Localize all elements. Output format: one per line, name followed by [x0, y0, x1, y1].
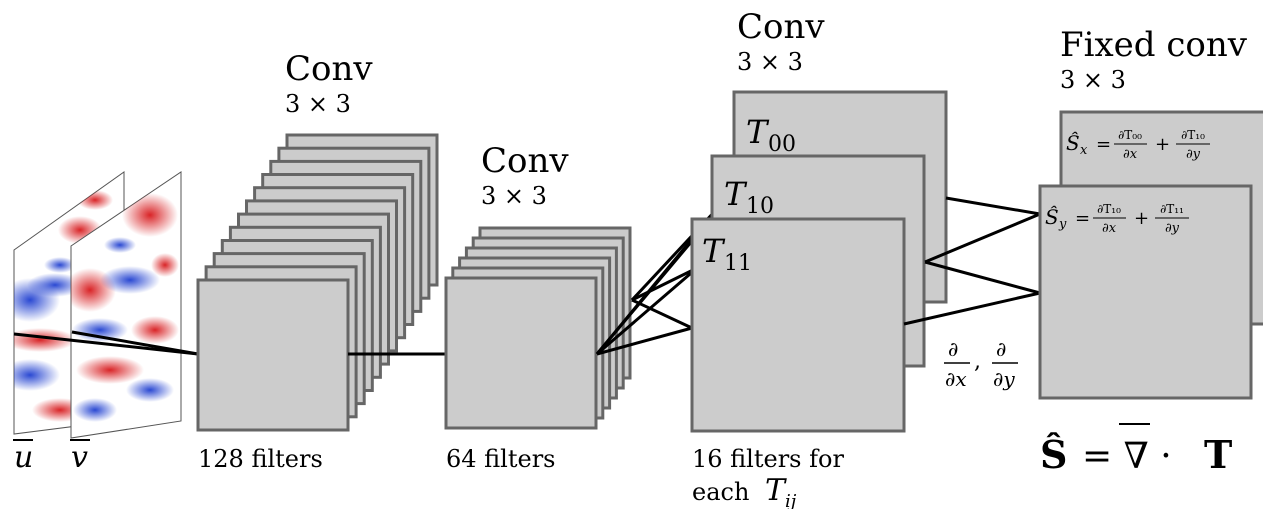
sx-den1: ∂x: [1123, 147, 1138, 162]
sx-num2: ∂T₁₀: [1181, 128, 1205, 142]
sy-num2: ∂T₁₁: [1160, 202, 1184, 216]
t10-symbol: T: [724, 175, 748, 213]
deriv-y-num: ∂: [996, 337, 1006, 361]
layer3-title: Conv: [737, 7, 825, 47]
layer1-caption: 128 filters: [198, 445, 323, 473]
layer3-caption-tij-sub: ij: [785, 491, 797, 509]
u-symbol: u: [14, 440, 33, 475]
t11-box: T 11: [690, 217, 906, 433]
layer3-kernel: 3 × 3: [737, 48, 803, 76]
sx-lhs: Ŝ: [1066, 130, 1080, 155]
links-layer3-layer4: [903, 196, 1041, 326]
sy-den2: ∂y: [1165, 221, 1180, 236]
layer1-labels: Conv 3 × 3 128 filters: [198, 49, 373, 473]
sx-subscript: x: [1080, 143, 1088, 158]
sy-num1: ∂T₁₀: [1097, 202, 1121, 216]
layer3-caption-line2: each: [692, 478, 749, 506]
final-eq-mid: = ∇ ·: [1082, 436, 1172, 477]
t00-symbol: T: [746, 113, 770, 151]
layer2-caption: 64 filters: [446, 445, 556, 473]
t00-subscript: 00: [768, 132, 796, 157]
layer4-kernel: 3 × 3: [1060, 66, 1126, 94]
layer1-filter-stack: [196, 133, 439, 432]
layer2-labels: Conv 3 × 3 64 filters: [446, 141, 569, 473]
svg-text:=: =: [1075, 208, 1090, 229]
sy-subscript: y: [1058, 217, 1067, 232]
label-v-bar: v: [70, 439, 90, 475]
layer2-title: Conv: [481, 141, 569, 181]
sy-lhs: Ŝ: [1045, 204, 1059, 229]
svg-text:+: +: [1155, 134, 1170, 155]
layer3-labels: Conv 3 × 3: [737, 7, 825, 76]
layer2-kernel: 3 × 3: [481, 182, 547, 210]
final-eq-lhs: Ŝ: [1040, 432, 1067, 477]
layer4-title: Fixed conv: [1060, 25, 1248, 65]
deriv-x-den: ∂x: [945, 367, 967, 391]
layer1-filter-1: [196, 278, 350, 432]
input-field-v: [70, 171, 182, 439]
sy-den1: ∂x: [1102, 221, 1117, 236]
sy-box: Ŝ y = ∂T₁₀ ∂x + ∂T₁₁ ∂y: [1038, 184, 1253, 400]
final-equation: Ŝ = ∇ · T: [1040, 423, 1232, 477]
layer3-caption: 16 filters for each T ij: [692, 445, 844, 509]
svg-text:=: =: [1096, 134, 1111, 155]
deriv-x-num: ∂: [948, 337, 958, 361]
layer1-kernel: 3 × 3: [285, 90, 351, 118]
final-eq-rhs: T: [1204, 432, 1232, 477]
deriv-y-den: ∂y: [993, 367, 1015, 391]
t11-symbol: T: [702, 232, 726, 270]
layer3-caption-line1: 16 filters for: [692, 445, 844, 473]
layer3-caption-tij: T: [765, 473, 787, 508]
derivative-operators: ∂ ∂x , ∂ ∂y: [944, 337, 1018, 391]
t11-subscript: 11: [724, 251, 752, 276]
sx-num1: ∂T₀₀: [1118, 128, 1142, 142]
label-u-bar: u: [13, 439, 33, 475]
sx-den2: ∂y: [1186, 147, 1201, 162]
layer2-filter-1: [444, 276, 598, 430]
layer4-labels: Fixed conv 3 × 3: [1060, 25, 1248, 94]
layer1-title: Conv: [285, 49, 373, 89]
v-symbol: v: [71, 440, 88, 475]
input-connections: [13, 330, 199, 356]
svg-text:+: +: [1134, 208, 1149, 229]
layer2-filter-stack: [444, 226, 632, 430]
links-layer2-layer3: [595, 208, 718, 356]
t10-subscript: 10: [746, 194, 774, 219]
svg-text:,: ,: [974, 349, 981, 374]
